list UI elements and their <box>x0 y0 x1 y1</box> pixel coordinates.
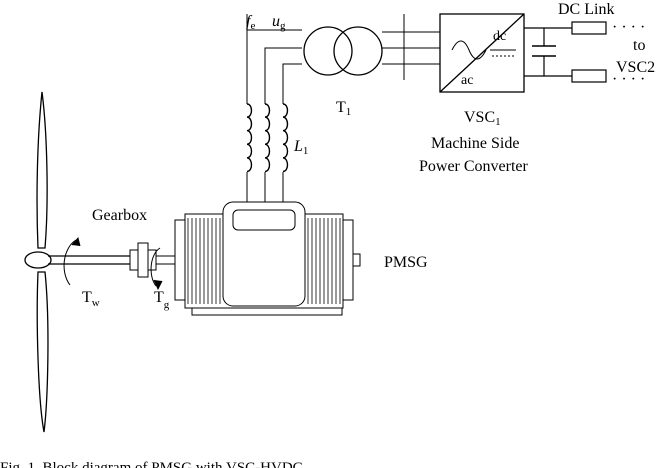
fe-label: fe <box>246 13 255 32</box>
inductor-coil <box>282 103 289 173</box>
vsc1-converter <box>439 13 525 93</box>
tw-label: Tw <box>82 289 100 309</box>
torque-arrow-tw <box>63 236 81 286</box>
transformer-t1 <box>303 26 383 76</box>
pmsg-cooling-fins <box>187 218 341 304</box>
to-label: to <box>633 37 645 54</box>
gearbox-label: Gearbox <box>92 207 147 224</box>
torque-arrow-tg <box>150 247 163 291</box>
tg-label: Tg <box>154 289 170 311</box>
turbine-hub <box>24 251 52 269</box>
dc-link <box>524 21 607 83</box>
turbine-blade-upper <box>36 91 48 249</box>
dc-terminal-bottom <box>571 69 607 83</box>
dots-bottom: · · · · <box>612 71 645 88</box>
transformer-label: T1 <box>336 99 351 118</box>
vsc2-label: VSC2 <box>616 59 655 76</box>
dc-terminal-top <box>571 21 607 35</box>
phase-lines-vsc <box>382 14 440 80</box>
power-converter-label: Power Converter <box>419 158 529 175</box>
inductor-l1 <box>246 103 289 173</box>
phase-lines-lower <box>246 172 284 202</box>
turbine-blade-lower <box>36 271 49 433</box>
pmsg-shaft-stub <box>352 253 361 267</box>
dc-link-label: DC Link <box>558 1 614 18</box>
phase-lines-upper <box>246 14 302 104</box>
pmsg-right-end <box>342 219 354 301</box>
inductor-coil <box>264 103 271 173</box>
ac-sine-icon <box>451 40 487 60</box>
vsc1-label: VSC1 <box>464 109 501 128</box>
dots-top: · · · · <box>612 19 645 36</box>
machine-side-label: Machine Side <box>431 135 519 152</box>
ug-label: ug <box>272 13 286 32</box>
figure-caption: Fig. 1. Block diagram of PMSG with VSC-H… <box>0 460 303 468</box>
inductor-label: L1 <box>293 138 308 157</box>
wind-turbine <box>24 91 130 433</box>
pmsg-base <box>191 307 343 316</box>
ac-text: ac <box>461 73 473 88</box>
pmsg-label: PMSG <box>384 254 428 271</box>
pmsg-left-end <box>174 219 186 301</box>
pmsg-terminal-window <box>232 209 296 231</box>
dc-text: dc <box>493 29 506 44</box>
pmsg-machine <box>174 201 361 316</box>
inductor-coil <box>246 103 253 173</box>
